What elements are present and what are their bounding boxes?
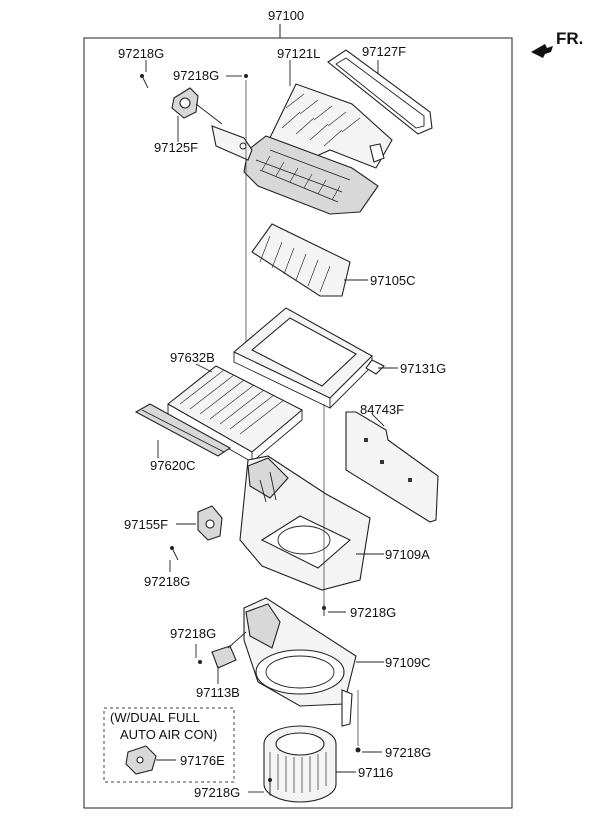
screw-icon-lower-right bbox=[355, 690, 361, 753]
callout-97176e: 97176E bbox=[180, 753, 225, 768]
actuator-97155f bbox=[197, 505, 223, 541]
blower-motor-97116 bbox=[263, 725, 337, 803]
screw-icon-bottom bbox=[268, 778, 272, 796]
callout-97218g-top-mid: 97218G bbox=[173, 68, 219, 83]
option-note-line1: (W/DUAL FULL bbox=[110, 710, 200, 725]
callout-97127f: 97127F bbox=[362, 44, 406, 59]
callout-97218g-lower-right: 97218G bbox=[385, 745, 431, 760]
upper-case-97109a bbox=[239, 455, 371, 591]
seal-97127f bbox=[327, 49, 433, 135]
air-filter-97632b bbox=[167, 365, 303, 463]
callout-97218g-bottom: 97218G bbox=[194, 785, 240, 800]
callout-97218g-mid-left: 97218G bbox=[144, 574, 190, 589]
callout-97109c: 97109C bbox=[385, 655, 431, 670]
front-direction-label: FR. bbox=[556, 29, 583, 48]
callout-97218g-top-left: 97218G bbox=[118, 46, 164, 61]
filter-frame-97620c bbox=[134, 403, 232, 457]
callout-97632b: 97632B bbox=[170, 350, 215, 365]
filter-housing-97131g bbox=[232, 307, 385, 409]
insulation-panel-84743f bbox=[345, 411, 439, 523]
resistor-97113b bbox=[211, 631, 247, 669]
screw-icon-lower-left bbox=[198, 660, 202, 664]
intake-duct-97121l bbox=[211, 83, 393, 215]
screw-icon-top-mid bbox=[244, 74, 248, 78]
door-97105c bbox=[251, 223, 351, 297]
option-note-line2: AUTO AIR CON) bbox=[120, 727, 217, 742]
callout-84743f: 84743F bbox=[360, 402, 404, 417]
callout-97113b: 97113B bbox=[196, 685, 240, 700]
sensor-97176e bbox=[125, 745, 157, 775]
callout-97131g: 97131G bbox=[400, 361, 446, 376]
assembly-number-label: 97100 bbox=[268, 8, 304, 23]
screw-icon-mid-right bbox=[322, 604, 326, 616]
screw-icon-mid-left bbox=[170, 546, 179, 561]
front-direction-arrow-icon bbox=[531, 44, 553, 58]
callout-97121l: 97121L bbox=[277, 46, 320, 61]
callout-97116: 97116 bbox=[358, 765, 393, 780]
assembly-frame bbox=[83, 24, 513, 809]
callout-97125f: 97125F bbox=[154, 140, 198, 155]
actuator-97125f bbox=[171, 87, 223, 125]
callout-97105c: 97105C bbox=[370, 273, 416, 288]
callout-97218g-mid-right: 97218G bbox=[350, 605, 396, 620]
callout-97218g-lower-left: 97218G bbox=[170, 626, 216, 641]
callout-97620c: 97620C bbox=[150, 458, 196, 473]
lower-case-97109c bbox=[243, 597, 357, 727]
screw-icon-top-left bbox=[140, 74, 149, 89]
callout-97155f: 97155F bbox=[124, 517, 168, 532]
callout-97109a: 97109A bbox=[385, 547, 430, 562]
